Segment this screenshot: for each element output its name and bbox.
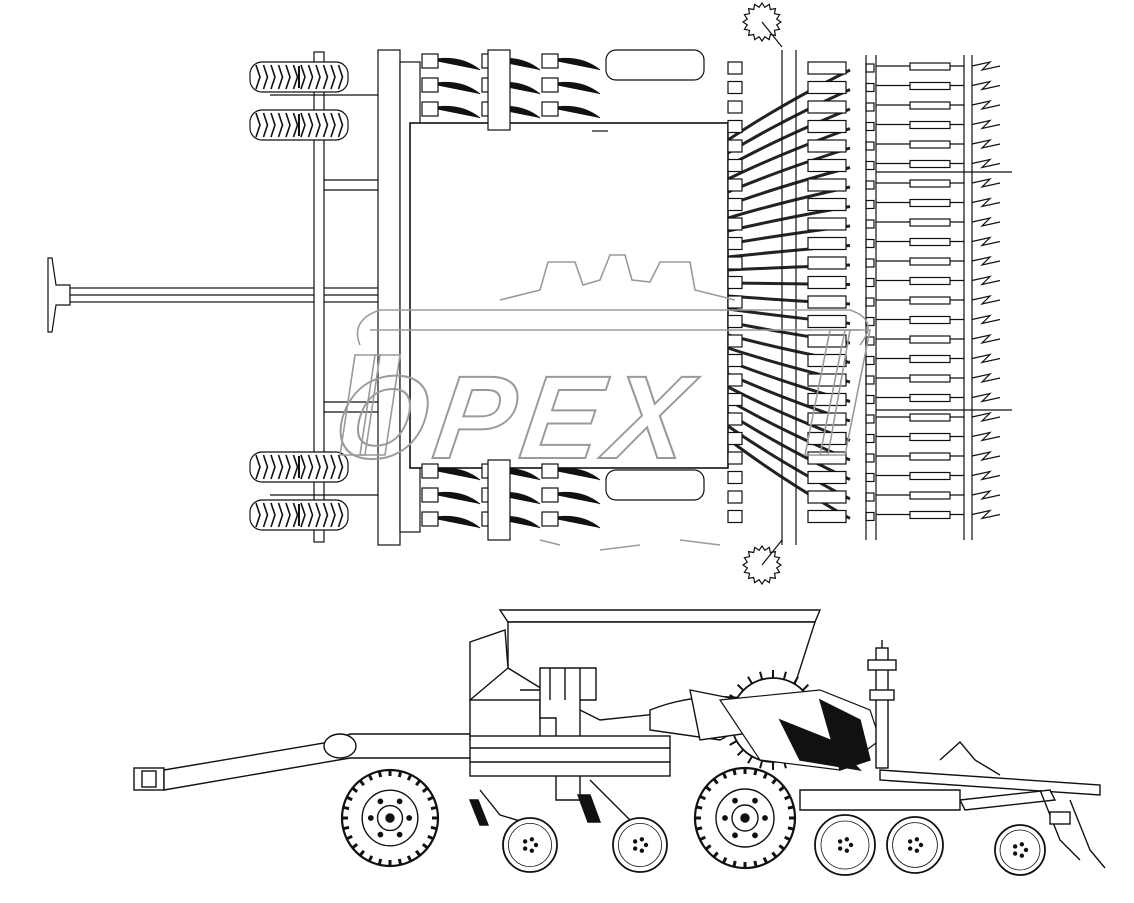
harrow-side [879, 740, 1106, 869]
coulter [727, 61, 743, 75]
front-tines [421, 49, 601, 541]
press-wheel [814, 814, 876, 876]
coulter [727, 158, 743, 173]
press-wheels [502, 814, 1046, 876]
marker-disc [741, 1, 783, 48]
coulter [727, 295, 743, 309]
seed-tube [727, 127, 851, 181]
gear-logo-icon [499, 254, 736, 301]
press-wheel [994, 824, 1046, 876]
tyre-top [249, 109, 349, 141]
bracket-plate [539, 667, 597, 801]
seed-tubes [727, 68, 851, 520]
coulter-units [727, 50, 875, 545]
watermark-text: OPEX [327, 353, 705, 484]
top-view [47, 1, 1012, 586]
coulter [727, 119, 743, 134]
coulter [727, 490, 743, 504]
coulter [727, 80, 743, 95]
coulter [727, 314, 743, 329]
hitch-drawbar [47, 257, 381, 333]
coulter [727, 373, 743, 387]
coulter [727, 178, 743, 192]
marker-disc [741, 539, 783, 586]
coulter-legs [468, 779, 641, 831]
transport-wheels-top [249, 61, 349, 531]
large-wheels [340, 766, 797, 870]
coulter [727, 139, 743, 153]
large-wheel [340, 768, 440, 868]
coulter [727, 431, 743, 446]
seed-tube [727, 437, 851, 520]
coulter [727, 470, 743, 485]
press-wheel [502, 817, 558, 873]
rear-linkage [649, 670, 881, 772]
seed-hopper-top [409, 122, 729, 469]
coulter [727, 236, 743, 251]
watermark: OPEX [326, 254, 871, 551]
harrow [865, 55, 1012, 540]
coulter [727, 412, 743, 426]
tyre-top [249, 499, 349, 531]
large-wheel [693, 766, 797, 870]
coulter [727, 451, 743, 465]
marker-mast [867, 640, 897, 769]
coulter [727, 217, 743, 231]
marker-discs [741, 1, 783, 586]
side-view [133, 609, 1106, 876]
coulter [727, 353, 743, 368]
coulter [727, 256, 743, 270]
press-wheel [886, 816, 944, 874]
chassis-beam [469, 735, 671, 777]
coulter [727, 509, 743, 524]
hitch-arm [133, 733, 481, 791]
coulter [727, 197, 743, 212]
coulter [727, 100, 743, 114]
tyre-top [249, 451, 349, 483]
press-wheel [612, 817, 668, 873]
frame-bar [313, 51, 325, 543]
coulter [727, 392, 743, 407]
front-wheels-top [605, 49, 705, 501]
tyre-top [249, 61, 349, 93]
coulter [727, 275, 743, 290]
coulter [727, 334, 743, 348]
